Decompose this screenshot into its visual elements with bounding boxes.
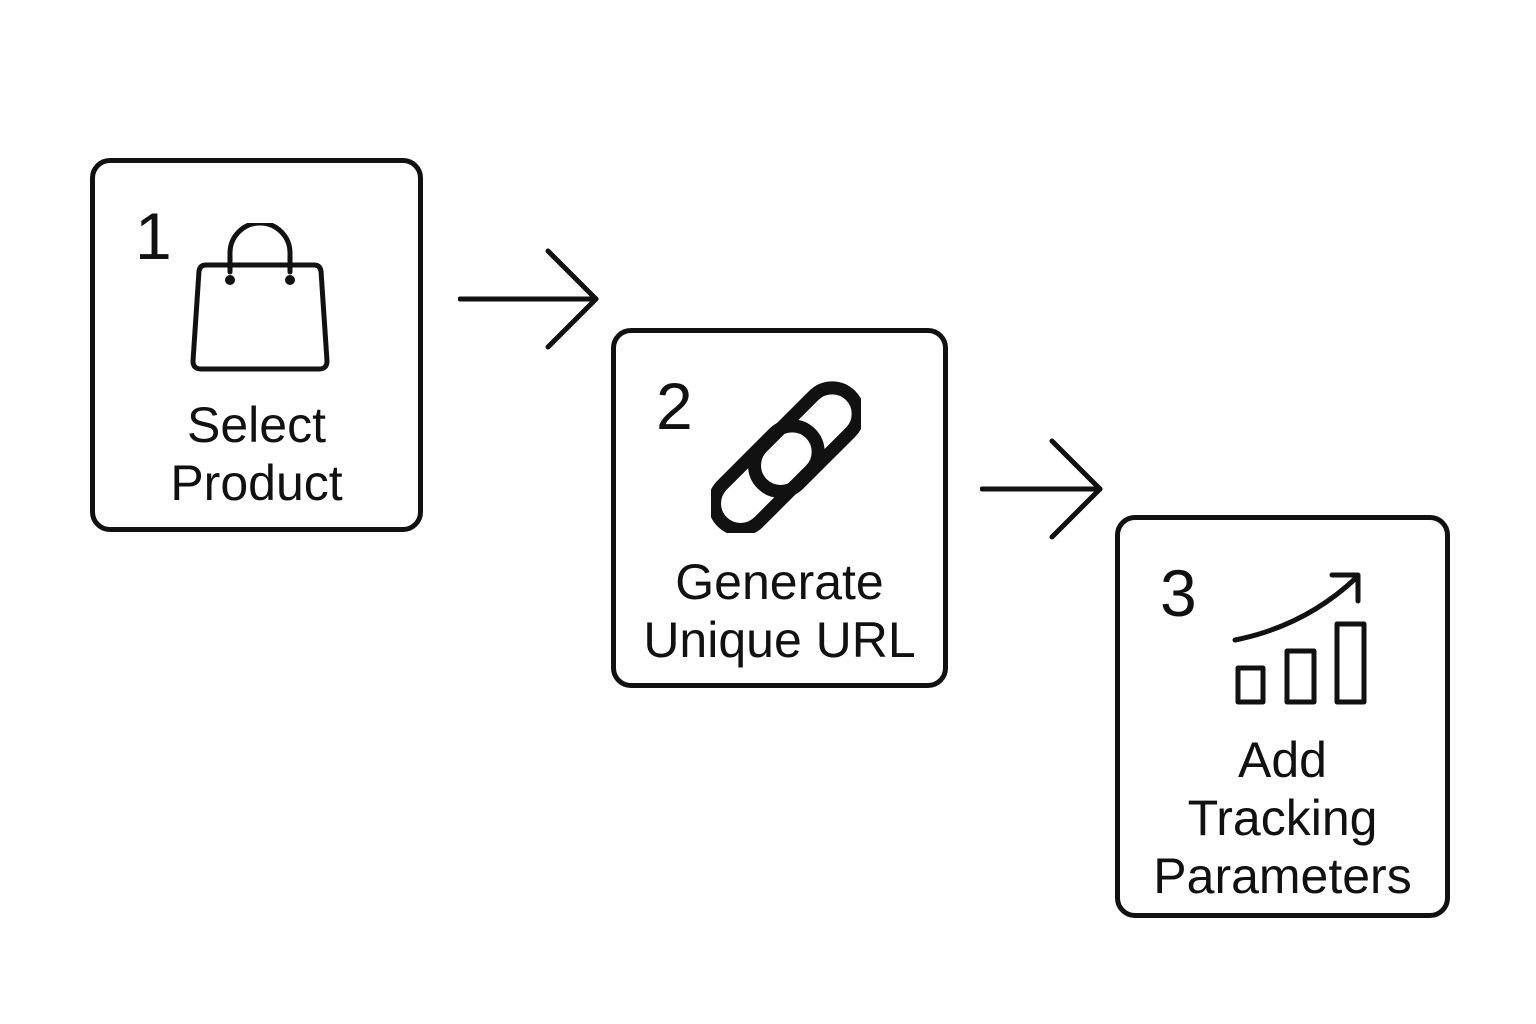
growth-bar-chart-icon xyxy=(1232,572,1367,705)
step-2-number: 2 xyxy=(656,369,693,443)
step-1-label-line-1: Select xyxy=(187,397,326,453)
step-3-card: 3 Add Tracking Parameters xyxy=(1115,515,1450,918)
arrow-right-icon xyxy=(980,438,1103,540)
step-3-label-line-1: Add xyxy=(1238,732,1327,788)
arrow-right-icon xyxy=(458,248,599,350)
step-3-label-line-2: Tracking xyxy=(1187,790,1378,846)
step-2-label-line-2: Unique URL xyxy=(643,612,916,668)
step-1-card: 1 Select Product xyxy=(90,158,423,532)
step-1-label: Select Product xyxy=(95,396,418,512)
step-2-card: 2 Generate Unique URL xyxy=(611,328,948,688)
step-2-label-line-1: Generate xyxy=(675,554,884,610)
step-3-label-line-3: Parameters xyxy=(1153,848,1412,904)
step-2-label: Generate Unique URL xyxy=(616,553,943,669)
step-1-number: 1 xyxy=(135,199,172,273)
step-3-number: 3 xyxy=(1160,556,1197,630)
step-1-label-line-2: Product xyxy=(170,455,343,511)
shopping-bag-icon xyxy=(190,223,330,372)
link-chain-icon xyxy=(711,381,861,533)
step-3-label: Add Tracking Parameters xyxy=(1120,731,1445,905)
